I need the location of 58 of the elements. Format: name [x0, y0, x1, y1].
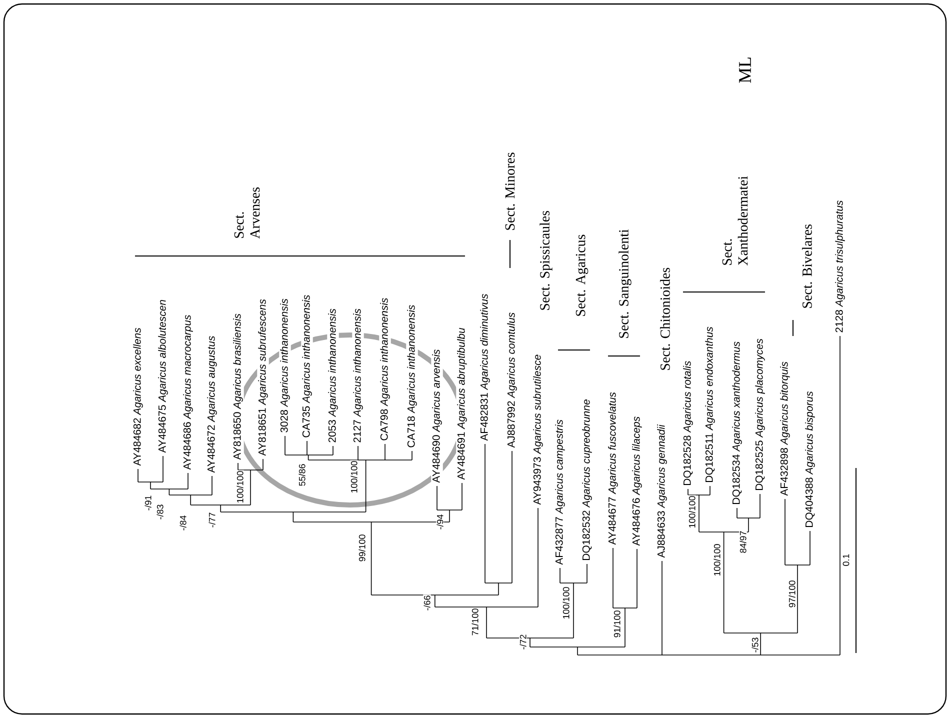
support-value: 91/100 — [613, 610, 621, 638]
section-label: Sect. Arvenses — [234, 187, 260, 239]
section-label: Sect. Bivelares — [802, 224, 812, 308]
support-value: 100/100 — [562, 586, 570, 620]
support-value: -/83 — [156, 504, 164, 520]
section-label: Sect. Minores — [505, 152, 515, 230]
taxon-label: AY484691 Agaricus abruptibulbu — [456, 326, 468, 481]
taxon-label: AJ887992 Agaricus comtulus — [506, 311, 518, 449]
support-value: -/53 — [751, 636, 759, 654]
support-value: -/77 — [208, 512, 216, 528]
taxon-label: DQ182534 Agaricus xanthodermus — [731, 340, 743, 506]
taxon-label: DQ182525 Agaricus placomyces — [754, 337, 766, 492]
support-value: 84/97 — [739, 530, 747, 554]
taxon-label: AY484675 Agaricus albolutescen — [157, 298, 169, 454]
taxon-label: CA735 Agaricus inthanonensis — [301, 294, 313, 439]
support-value: -/72 — [519, 634, 527, 650]
support-value: 100/100 — [350, 460, 358, 494]
section-label: Sect. Sanguinolenti — [618, 229, 632, 338]
scale-label: 0.1 — [842, 554, 850, 566]
support-value: 97/100 — [788, 580, 796, 608]
taxon-label: AY484672 Agaricus augustus — [206, 334, 218, 474]
taxon-label: 2128 Agaricus trisulphuratus — [834, 199, 846, 334]
taxon-label: AY484677 Agaricus fuscovelatus — [607, 391, 619, 546]
section-label: Sect. Xanthodermatei — [722, 176, 748, 266]
taxon-label: AY943973 Agaricus subrutilesce — [532, 353, 544, 506]
support-value: -/91 — [144, 494, 152, 512]
taxon-label: AF432877 Agaricus campestris — [554, 418, 566, 566]
taxon-label: AY484682 Agaricus excellens — [132, 326, 144, 467]
support-value: 100/100 — [236, 470, 244, 504]
taxon-label: CA798 Agaricus inthanonensis — [379, 296, 391, 442]
taxon-label: DQ182511 Agaricus endoxanthus — [704, 326, 716, 484]
section-label: Sect. Chitonioides — [660, 268, 670, 370]
taxon-label: DQ182528 Agaricus rotalis — [682, 360, 694, 487]
section-label: Sect. Spissicaules — [540, 210, 552, 310]
support-value: 55/86 — [298, 463, 306, 487]
support-value: -/94 — [436, 514, 444, 530]
taxon-label: 2127 Agaricus inthanonensis — [352, 307, 364, 444]
taxon-label: AY484686 Agaricus macrocarpus — [182, 314, 194, 471]
taxon-label: AF482831 Agaricus diminutivus — [479, 292, 491, 442]
support-value: 100/100 — [688, 495, 696, 529]
section-label: Sect. Agaricus — [576, 234, 588, 316]
taxon-label: AY818651 Agaricus subrufescens — [257, 298, 269, 457]
support-value: 99/100 — [358, 534, 366, 562]
taxon-label: AJ884633 Agaricus gennadii — [656, 423, 668, 559]
taxon-label: CA718 Agaricus inthanonensis — [406, 304, 418, 449]
taxon-label: DQ404388 Agaricus bisporus — [804, 390, 816, 529]
taxon-label: 2053 Agaricus inthanonensis — [327, 307, 339, 444]
taxon-label: AF432898 Agaricus bitorquis — [779, 360, 791, 497]
support-value: 71/100 — [471, 608, 479, 636]
plot-title: ML — [739, 58, 751, 83]
support-value: 100/100 — [713, 543, 721, 577]
taxon-label: 3028 Agaricus inthanonensis — [279, 297, 291, 434]
taxon-label: DQ182532 Agaricus cupreobrunne — [581, 398, 593, 562]
taxon-label: AY484676 Agaricus lilaceps — [631, 415, 643, 547]
support-value: -/66 — [423, 594, 431, 612]
taxon-label: AY484690 Agaricus arvensis — [431, 348, 443, 484]
support-value: -/84 — [179, 514, 187, 532]
taxon-label: AY818650 Agaricus brasiliensis — [232, 312, 244, 461]
